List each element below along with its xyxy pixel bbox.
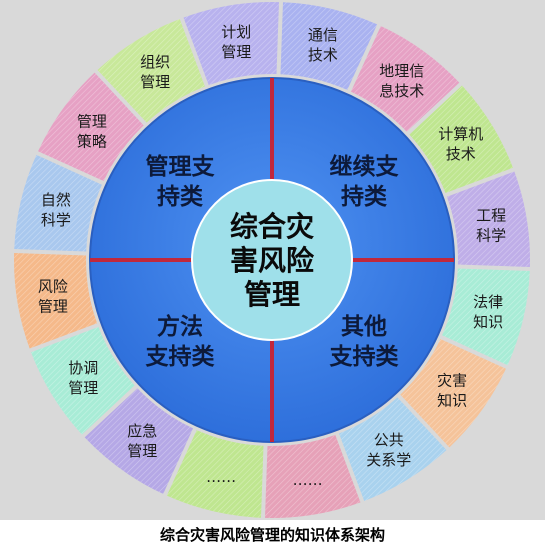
quadrant-label-continuity: 继续支: [330, 153, 400, 180]
ring-segment-hatch: [350, 26, 460, 132]
ring-segment: ……: [264, 434, 361, 518]
ring-segment-label: 自然: [41, 191, 71, 209]
outer-ring: 通信技术地理信息技术计算机技术工程科学法律知识灾害知识公共关系学…………应急管理…: [13, 2, 530, 518]
knowledge-system-diagram: 通信技术地理信息技术计算机技术工程科学法律知识灾害知识公共关系学…………应急管理…: [13, 2, 530, 518]
center-core-disk: [191, 179, 353, 341]
ring-segment-hatch: [442, 268, 530, 366]
ring-segment-hatch: [446, 171, 530, 268]
ring-segment-label: 管理: [77, 112, 107, 130]
ring-segment-hatch: [280, 2, 378, 90]
ring-segment-label: 应急: [127, 422, 157, 440]
ring-segment-label: 工程: [476, 206, 506, 224]
ring-segment-hatch: [166, 430, 264, 518]
ring-segment: 风险管理: [13, 252, 98, 349]
ring-segment-label: 技术: [308, 46, 338, 64]
ring-segment-label: 地理信: [379, 62, 424, 80]
ring-segment-hatch: [84, 388, 194, 494]
ring-segment-hatch: [13, 252, 98, 349]
ring-segment-label: 组织: [140, 53, 170, 71]
ring-segment-label: 通信: [308, 26, 338, 44]
ring-segment-hatch: [14, 154, 102, 252]
quadrant-label-management: 持类: [157, 184, 203, 210]
ring-segment-hatch: [183, 2, 280, 86]
center-label-line: 综合灾: [230, 210, 314, 243]
ring-segment-label: 计算机: [438, 125, 483, 143]
ring-segment-hatch: [31, 327, 135, 435]
ring-segment-label: 协调: [68, 359, 98, 377]
quadrant-label-method: 支持类: [145, 344, 215, 370]
diagram-stage: 通信技术地理信息技术计算机技术工程科学法律知识灾害知识公共关系学…………应急管理…: [0, 0, 545, 520]
ring-segment-hatch: [97, 19, 205, 123]
ring-segment-label: ……: [206, 468, 236, 486]
ring-segment-hatch: [339, 397, 447, 501]
ring-segment-label: 策略: [77, 132, 107, 150]
ring-segment: ……: [166, 430, 264, 518]
quadrant-label-other: 支持类: [329, 344, 399, 370]
ring-segment-label: 灾害: [437, 372, 467, 390]
ring-segment-label: 科学: [476, 226, 506, 244]
quadrant-label-other: 其他: [341, 314, 387, 340]
ring-segment-label: 技术: [446, 145, 476, 163]
ring-segment-label: 息技术: [379, 82, 424, 100]
ring-segment-label: 关系学: [366, 451, 411, 469]
ring-segment-label: 计划: [221, 23, 251, 41]
center-label-line: 管理: [244, 278, 300, 311]
ring-segment-label: 管理: [38, 298, 68, 316]
ring-segment-label: 公共: [374, 431, 404, 449]
quadrant-label-method: 方法: [157, 313, 203, 340]
ring-segment-label: ……: [293, 471, 323, 489]
ring-segment-label: 管理: [127, 442, 157, 460]
ring-segment-hatch: [409, 85, 513, 193]
ring-segment-label: 知识: [437, 392, 467, 410]
ring-segment-label: 法律: [473, 293, 503, 311]
ring-segment-label: 管理: [221, 43, 251, 61]
center-label-line: 害风险: [230, 244, 315, 277]
ring-segment-label: 管理: [68, 379, 98, 397]
ring-segment-label: 风险: [38, 278, 68, 296]
quadrant-label-management: 管理支: [146, 153, 216, 180]
ring-segment-hatch: [264, 434, 361, 518]
ring-segment-label: 知识: [473, 313, 503, 331]
center-label: 综合灾害风险管理: [230, 210, 315, 311]
ring-segment-hatch: [38, 72, 144, 182]
ring-segment-label: 科学: [41, 211, 71, 229]
quadrant-label-continuity: 持类: [341, 184, 387, 210]
ring-segment-hatch: [400, 338, 506, 448]
diagram-caption: 综合灾害风险管理的知识体系架构: [159, 526, 385, 544]
ring-segment-label: 管理: [140, 73, 170, 91]
